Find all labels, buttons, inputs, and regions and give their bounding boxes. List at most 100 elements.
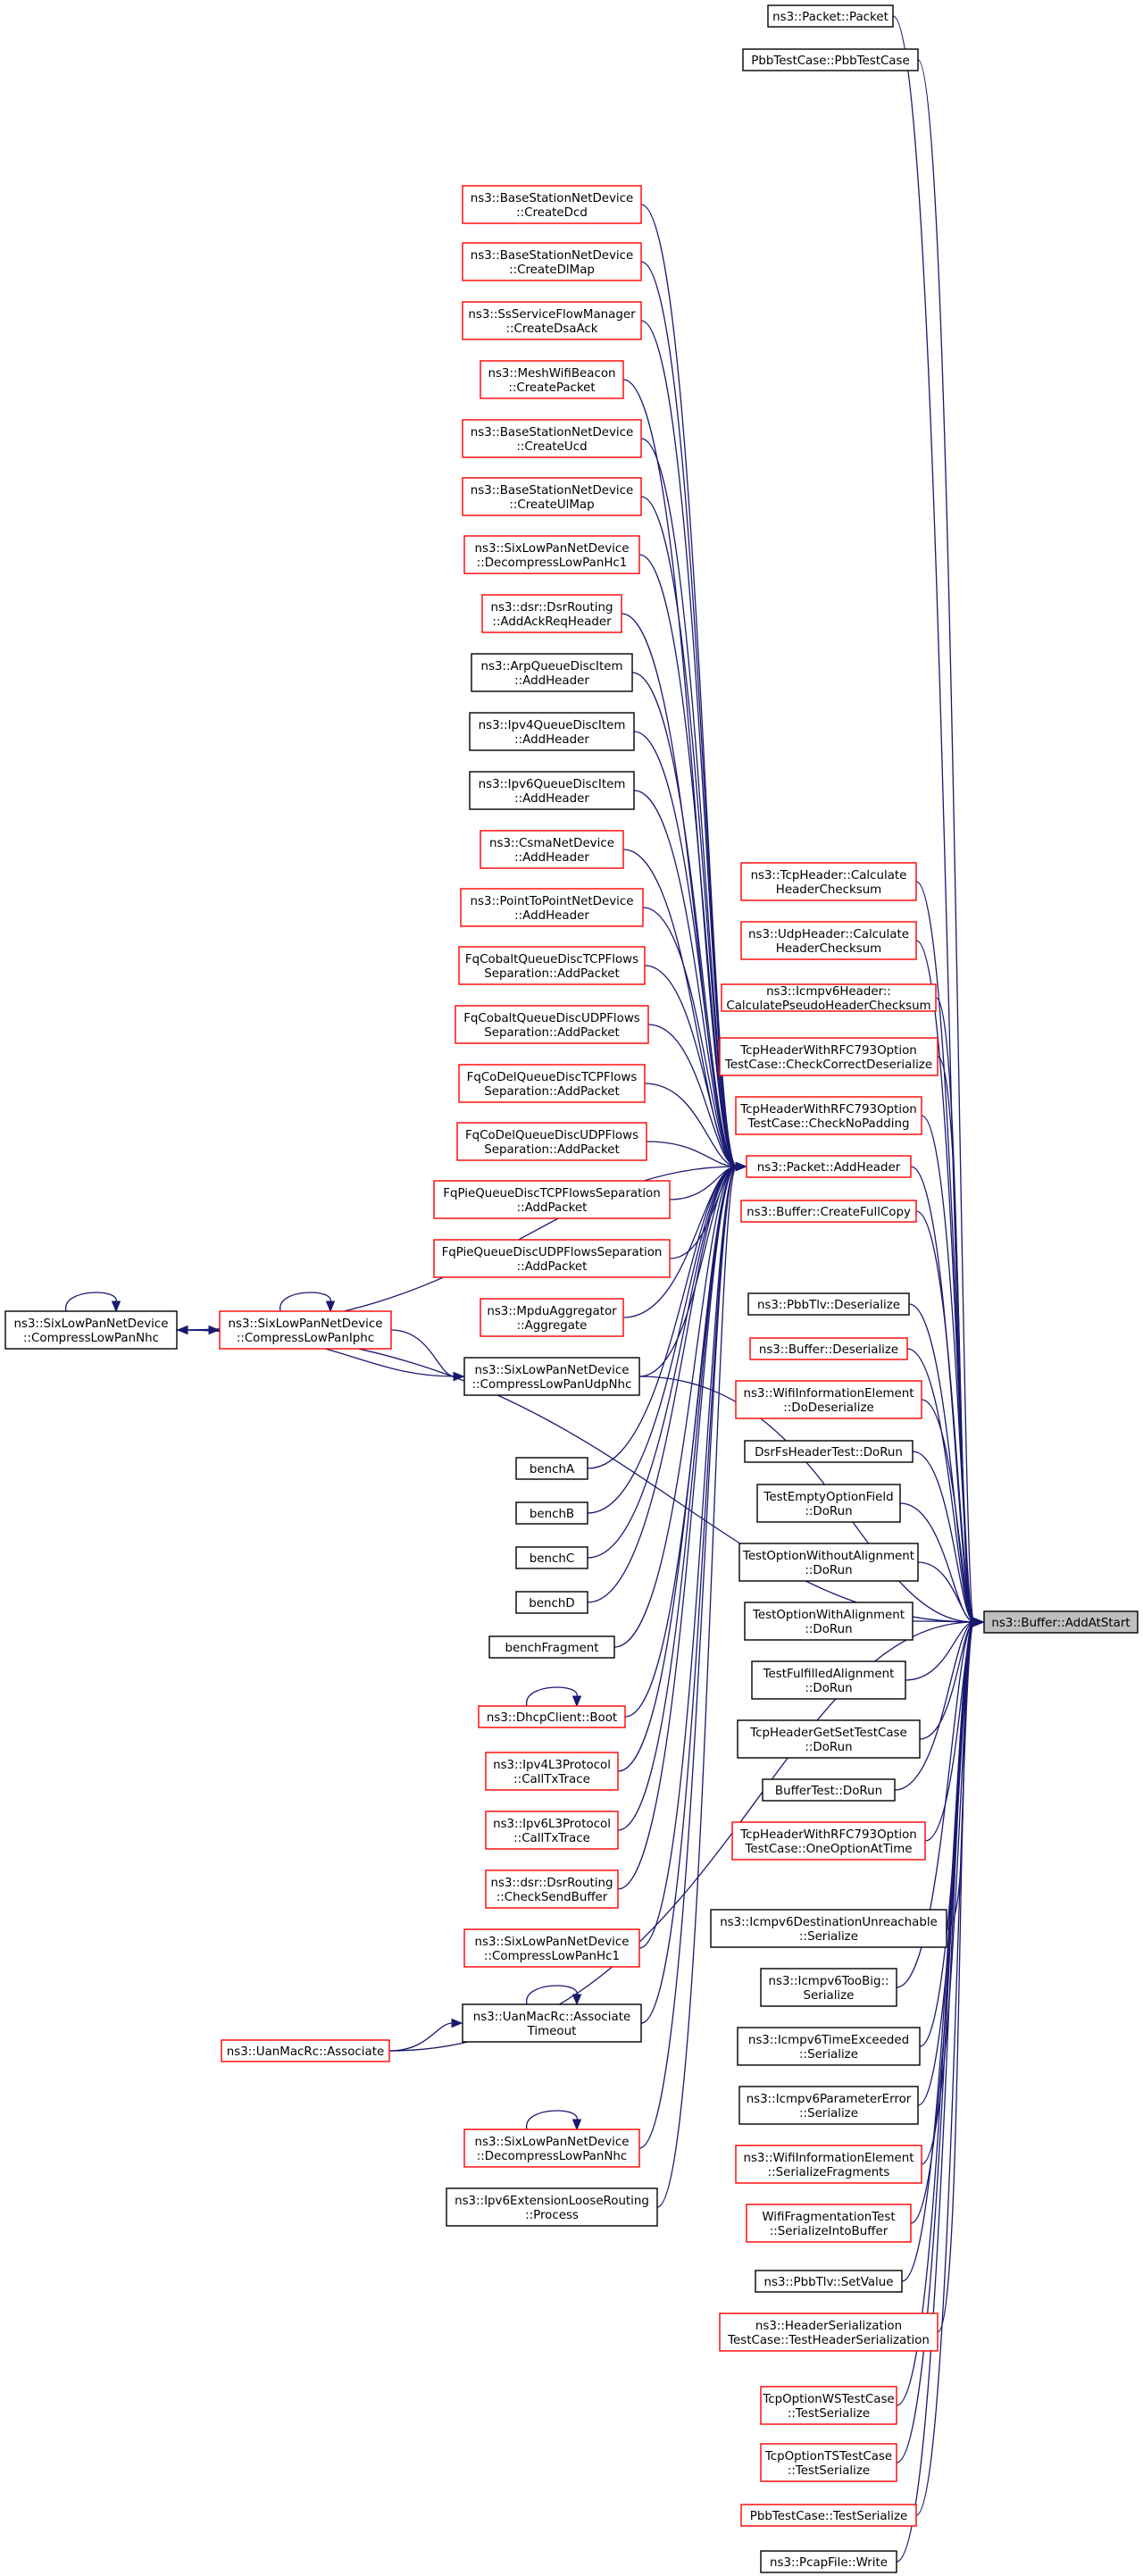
node-createucd[interactable]: ns3::BaseStationNetDevice::CreateUcd bbox=[462, 419, 642, 458]
node-wififragtest[interactable]: WifiFragmentationTest::SerializeIntoBuff… bbox=[746, 2204, 912, 2243]
node-decompnhc[interactable]: ns3::SixLowPanNetDevice::DecompressLowPa… bbox=[463, 2129, 640, 2168]
node-wifiiesefrag[interactable]: ns3::WifiInformationElement::SerializeFr… bbox=[735, 2145, 922, 2184]
node-tcponeopt[interactable]: TcpHeaderWithRFC793OptionTestCase::OneOp… bbox=[731, 1821, 926, 1861]
node-icmpdestunreach[interactable]: ns3::Icmpv6DestinationUnreachable::Seria… bbox=[710, 1909, 947, 1948]
node-box-tcpoptts bbox=[760, 2443, 897, 2482]
node-benchb[interactable]: benchB bbox=[515, 1501, 588, 1525]
node-label-pbbtlvset: ns3::PbbTlv::SetValue bbox=[764, 2276, 894, 2289]
node-box-ipv6extproc bbox=[446, 2187, 658, 2227]
node-fqcobaltudp[interactable]: FqCobaltQueueDiscUDPFlowsSeparation::Add… bbox=[455, 1005, 649, 1044]
node-icmptoobig[interactable]: ns3::Icmpv6TooBig::Serialize bbox=[760, 1968, 897, 2007]
node-box-pbb-ctor bbox=[742, 48, 919, 71]
node-pbbtestser[interactable]: PbbTestCase::TestSerialize bbox=[740, 2504, 917, 2527]
node-tcpcheckcorrect[interactable]: TcpHeaderWithRFC793OptionTestCase::Check… bbox=[719, 1037, 939, 1076]
node-checksend[interactable]: ns3::dsr::DsrRouting::CheckSendBuffer bbox=[485, 1869, 619, 1909]
node-label-dsrfsdorun: DsrFsHeaderTest::DoRun bbox=[755, 1446, 903, 1459]
node-box-tcponeopt bbox=[731, 1821, 926, 1861]
node-box-fqpieudp bbox=[433, 1239, 671, 1278]
node-label-bufdeser: ns3::Buffer::Deserialize bbox=[759, 1343, 898, 1357]
node-createdcd[interactable]: ns3::BaseStationNetDevice::CreateDcd bbox=[462, 185, 642, 224]
node-bufdeser[interactable]: ns3::Buffer::Deserialize bbox=[749, 1337, 908, 1360]
node-fqcodeludp[interactable]: FqCoDelQueueDiscUDPFlowsSeparation::AddP… bbox=[456, 1122, 647, 1161]
node-pbb-ctor[interactable]: PbbTestCase::PbbTestCase bbox=[742, 48, 919, 71]
node-ipv4addhdr[interactable]: ns3::Ipv4QueueDiscItem::AddHeader bbox=[469, 712, 635, 751]
node-addatstart[interactable]: ns3::Buffer::AddAtStart bbox=[983, 1610, 1139, 1634]
node-label-ipv6extproc: ::Process bbox=[525, 2209, 579, 2222]
node-box-addackreq bbox=[481, 594, 622, 633]
node-icmptimeexc[interactable]: ns3::Icmpv6TimeExceeded::Serialize bbox=[737, 2027, 921, 2066]
node-fqpieudp[interactable]: FqPieQueueDiscUDPFlowsSeparation::AddPac… bbox=[433, 1239, 671, 1278]
node-csmaaddhdr[interactable]: ns3::CsmaNetDevice::AddHeader bbox=[480, 830, 624, 869]
node-benchfrag[interactable]: benchFragment bbox=[488, 1635, 615, 1659]
node-fqcodeltcp[interactable]: FqCoDelQueueDiscTCPFlowsSeparation::AddP… bbox=[458, 1064, 646, 1103]
node-pbbtlvset[interactable]: ns3::PbbTlv::SetValue bbox=[755, 2270, 903, 2293]
node-box-addatstart bbox=[983, 1610, 1139, 1634]
node-p2paddhdr[interactable]: ns3::PointToPointNetDevice::AddHeader bbox=[460, 888, 644, 927]
node-buffertest[interactable]: BufferTest::DoRun bbox=[762, 1778, 896, 1802]
node-label-compnhc: ::CompressLowPanNhc bbox=[23, 1332, 159, 1345]
node-tcpchecknopad[interactable]: TcpHeaderWithRFC793OptionTestCase::Check… bbox=[735, 1096, 922, 1135]
node-dsrfsdorun[interactable]: DsrFsHeaderTest::DoRun bbox=[744, 1440, 914, 1463]
node-box-tcpoptws bbox=[760, 2386, 897, 2425]
node-tcpoptts[interactable]: TcpOptionTSTestCase::TestSerialize bbox=[760, 2443, 897, 2482]
node-compnhc[interactable]: ns3::SixLowPanNetDevice::CompressLowPanN… bbox=[4, 1310, 178, 1350]
node-box-compiphc bbox=[219, 1310, 392, 1350]
node-ipv6calltx[interactable]: ns3::Ipv6L3Protocol::CallTxTrace bbox=[485, 1811, 619, 1850]
node-mpduagg[interactable]: ns3::MpduAggregator::Aggregate bbox=[480, 1298, 624, 1337]
node-label-checksend: ::CheckSendBuffer bbox=[496, 1891, 608, 1904]
node-fqcobalttcp[interactable]: FqCobaltQueueDiscTCPFlowsSeparation::Add… bbox=[458, 946, 646, 985]
node-tcpgetset[interactable]: TcpHeaderGetSetTestCase::DoRun bbox=[737, 1719, 921, 1759]
node-createpacket[interactable]: ns3::MeshWifiBeacon::CreatePacket bbox=[480, 360, 624, 399]
node-createfullcopy[interactable]: ns3::Buffer::CreateFullCopy bbox=[740, 1200, 917, 1223]
node-label-addackreq: ::AddAckReqHeader bbox=[492, 615, 612, 629]
node-box-tcpcalc bbox=[740, 862, 917, 901]
node-comphc1[interactable]: ns3::SixLowPanNetDevice::CompressLowPanH… bbox=[463, 1928, 640, 1968]
node-addheader[interactable]: ns3::Packet::AddHeader bbox=[746, 1155, 912, 1178]
node-box-testoptwithout bbox=[738, 1543, 919, 1582]
node-label-testoptwith: ::DoRun bbox=[805, 1623, 852, 1636]
node-pcapwrite[interactable]: ns3::PcapFile::Write bbox=[760, 2550, 897, 2573]
node-decomphc1[interactable]: ns3::SixLowPanNetDevice::DecompressLowPa… bbox=[463, 535, 640, 574]
node-arpaddhdr[interactable]: ns3::ArpQueueDiscItem::AddHeader bbox=[471, 653, 633, 692]
node-testemptyopt[interactable]: TestEmptyOptionField::DoRun bbox=[756, 1484, 901, 1523]
node-icmpcalc[interactable]: ns3::Icmpv6Header::CalculatePseudoHeader… bbox=[721, 983, 937, 1013]
edge-wifiiedodeser-to-addatstart bbox=[921, 1399, 975, 1623]
node-hdrsertest[interactable]: ns3::HeaderSerializationTestCase::TestHe… bbox=[719, 2313, 939, 2352]
node-packet-ctor[interactable]: ns3::Packet::Packet bbox=[767, 4, 894, 28]
edge-ipv6calltx-to-addheader bbox=[617, 1166, 738, 1831]
node-fqpietcp[interactable]: FqPieQueueDiscTCPFlowsSeparation::AddPac… bbox=[433, 1180, 671, 1219]
node-benchd[interactable]: benchD bbox=[515, 1591, 588, 1614]
node-icmpparamerr[interactable]: ns3::Icmpv6ParameterError::Serialize bbox=[738, 2086, 919, 2125]
node-box-wifiiesefrag bbox=[735, 2145, 922, 2184]
node-label-fqcobalttcp: Separation::AddPacket bbox=[484, 967, 620, 981]
self-loop-uanassoctimeout bbox=[526, 1985, 578, 2005]
edge-benchd-to-addheader bbox=[587, 1166, 738, 1603]
node-tcpoptws[interactable]: TcpOptionWSTestCase::TestSerialize bbox=[760, 2386, 897, 2425]
node-box-icmpdestunreach bbox=[710, 1909, 947, 1948]
node-pbbtlvdeser[interactable]: ns3::PbbTlv::Deserialize bbox=[747, 1292, 910, 1316]
node-wifiiedodeser[interactable]: ns3::WifiInformationElement::DoDeseriali… bbox=[735, 1380, 922, 1419]
node-ipv4calltx[interactable]: ns3::Ipv4L3Protocol::CallTxTrace bbox=[485, 1752, 619, 1791]
node-bencha[interactable]: benchA bbox=[515, 1457, 588, 1480]
node-label-comphc1: ns3::SixLowPanNetDevice bbox=[475, 1936, 630, 1949]
node-compiphc[interactable]: ns3::SixLowPanNetDevice::CompressLowPanI… bbox=[219, 1310, 392, 1350]
node-ipv6addhdr[interactable]: ns3::Ipv6QueueDiscItem::AddHeader bbox=[469, 771, 635, 810]
node-dhcpboot[interactable]: ns3::DhcpClient::Boot bbox=[478, 1705, 626, 1728]
node-testoptwith[interactable]: TestOptionWithAlignment::DoRun bbox=[744, 1602, 914, 1641]
node-label-wififragtest: ::SerializeIntoBuffer bbox=[770, 2225, 889, 2238]
node-createdlmap[interactable]: ns3::BaseStationNetDevice::CreateDlMap bbox=[462, 242, 642, 281]
node-createulmap[interactable]: ns3::BaseStationNetDevice::CreateUlMap bbox=[462, 477, 642, 516]
node-createdsaack[interactable]: ns3::SsServiceFlowManager::CreateDsaAck bbox=[462, 301, 642, 340]
node-ipv6extproc[interactable]: ns3::Ipv6ExtensionLooseRouting::Process bbox=[446, 2187, 658, 2227]
node-uanassoc[interactable]: ns3::UanMacRc::Associate bbox=[221, 2039, 390, 2062]
node-addackreq[interactable]: ns3::dsr::DsrRouting::AddAckReqHeader bbox=[481, 594, 622, 633]
node-testoptwithout[interactable]: TestOptionWithoutAlignment::DoRun bbox=[738, 1543, 919, 1582]
node-benchc[interactable]: benchC bbox=[515, 1546, 588, 1569]
edge-pbbtlvdeser-to-addatstart bbox=[908, 1303, 975, 1623]
edge-createpacket-to-addheader bbox=[622, 379, 738, 1167]
node-compudpnhc[interactable]: ns3::SixLowPanNetDevice::CompressLowPanU… bbox=[463, 1357, 640, 1396]
node-testfulfilled[interactable]: TestFulfilledAlignment::DoRun bbox=[751, 1660, 906, 1700]
